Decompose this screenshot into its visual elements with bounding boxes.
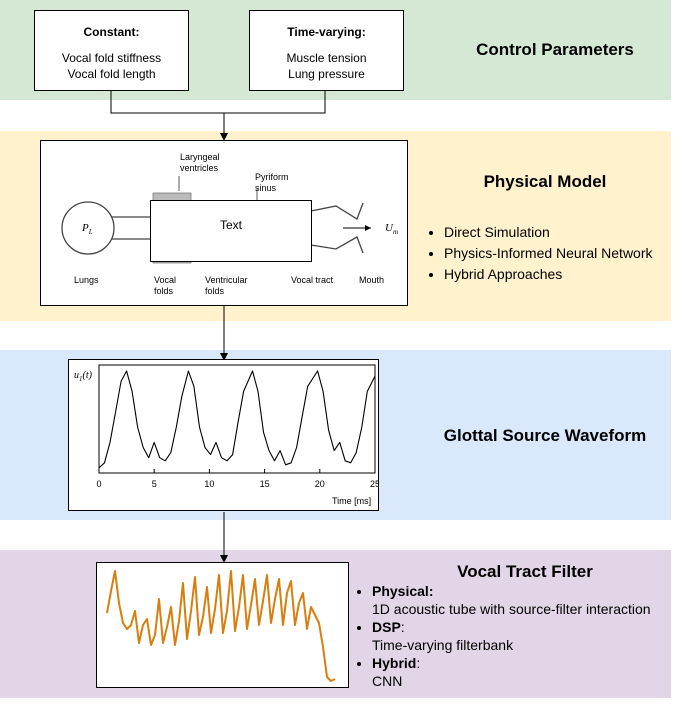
bullet-pinn: Physics-Informed Neural Network xyxy=(444,243,653,264)
time-varying-title: Time-varying: xyxy=(287,25,366,39)
item-hybrid-suffix: : xyxy=(416,655,421,671)
y-axis-label: u1(t) xyxy=(74,370,92,383)
physical-model-heading: Physical Model xyxy=(483,172,607,191)
constant-title: Constant: xyxy=(83,25,140,39)
time-varying-parameters-box: Time-varying: Muscle tension Lung pressu… xyxy=(249,10,404,91)
x-tick-label: 20 xyxy=(315,479,325,489)
item-dsp-suffix: : xyxy=(400,619,405,635)
vocal-tract-label: Vocal tract xyxy=(291,275,334,285)
filter-response-svg xyxy=(106,570,336,682)
item-hybrid-desc: CNN xyxy=(372,673,403,689)
x-tick-label: 10 xyxy=(204,479,214,489)
control-parameters-heading: Control Parameters xyxy=(476,40,634,59)
item-physical-title: Physical: xyxy=(372,583,434,599)
vocal-tract-heading: Vocal Tract Filter xyxy=(457,562,593,581)
glottal-waveform-line xyxy=(98,370,376,469)
item-physical-desc: 1D acoustic tube with source-filter inte… xyxy=(372,601,651,617)
mouth-label: Mouth xyxy=(359,275,385,285)
x-tick-label: 5 xyxy=(152,479,157,489)
item-hybrid-title: Hybrid xyxy=(372,655,417,671)
glottal-waveform-svg: 0 5 10 15 20 25 xyxy=(96,364,378,489)
x-tick-label: 15 xyxy=(260,479,270,489)
item-hybrid: Hybrid: CNN xyxy=(372,654,651,690)
glottal-waveform-chart: 0 5 10 15 20 25 u1(t) Time [ms] xyxy=(68,359,379,511)
bullet-hybrid: Hybrid Approaches xyxy=(444,264,653,285)
lungs-circle xyxy=(61,201,115,255)
text-placeholder-label: Text xyxy=(219,218,242,232)
glottal-source-heading: Glottal Source Waveform xyxy=(443,426,647,445)
physical-model-bullets: Direct Simulation Physics-Informed Neura… xyxy=(428,222,653,285)
constant-line-2: Vocal fold length xyxy=(67,67,156,81)
bullet-direct-simulation: Direct Simulation xyxy=(444,222,653,243)
merge-connector xyxy=(110,90,326,114)
outflow-symbol: Um xyxy=(385,222,399,237)
time-varying-line-1: Muscle tension xyxy=(286,51,367,65)
item-dsp-desc: Time-varying filterbank xyxy=(372,637,514,653)
vocal-tract-upper xyxy=(310,202,364,220)
filter-response-plot xyxy=(96,562,349,688)
item-dsp-title: DSP xyxy=(372,619,401,635)
item-physical: Physical: 1D acoustic tube with source-f… xyxy=(372,582,651,618)
filter-response-curve xyxy=(106,570,336,682)
vocal-tract-lower xyxy=(310,236,364,254)
x-tick-label: 0 xyxy=(96,479,101,489)
plot-frame xyxy=(98,364,376,474)
x-tick-label: 25 xyxy=(370,479,378,489)
lungs-symbol: PL xyxy=(82,222,93,237)
constant-line-1: Vocal fold stiffness xyxy=(61,51,162,65)
trachea xyxy=(112,216,153,240)
lungs-label: Lungs xyxy=(74,275,99,285)
item-dsp: DSP: Time-varying filterbank xyxy=(372,618,651,654)
constant-parameters-box: Constant: Vocal fold stiffness Vocal fol… xyxy=(34,10,189,91)
time-varying-line-2: Lung pressure xyxy=(288,67,365,81)
text-placeholder-box: Text xyxy=(150,200,312,262)
vocal-tract-list: Physical: 1D acoustic tube with source-f… xyxy=(356,582,651,690)
x-axis-label: Time [ms] xyxy=(332,496,372,506)
